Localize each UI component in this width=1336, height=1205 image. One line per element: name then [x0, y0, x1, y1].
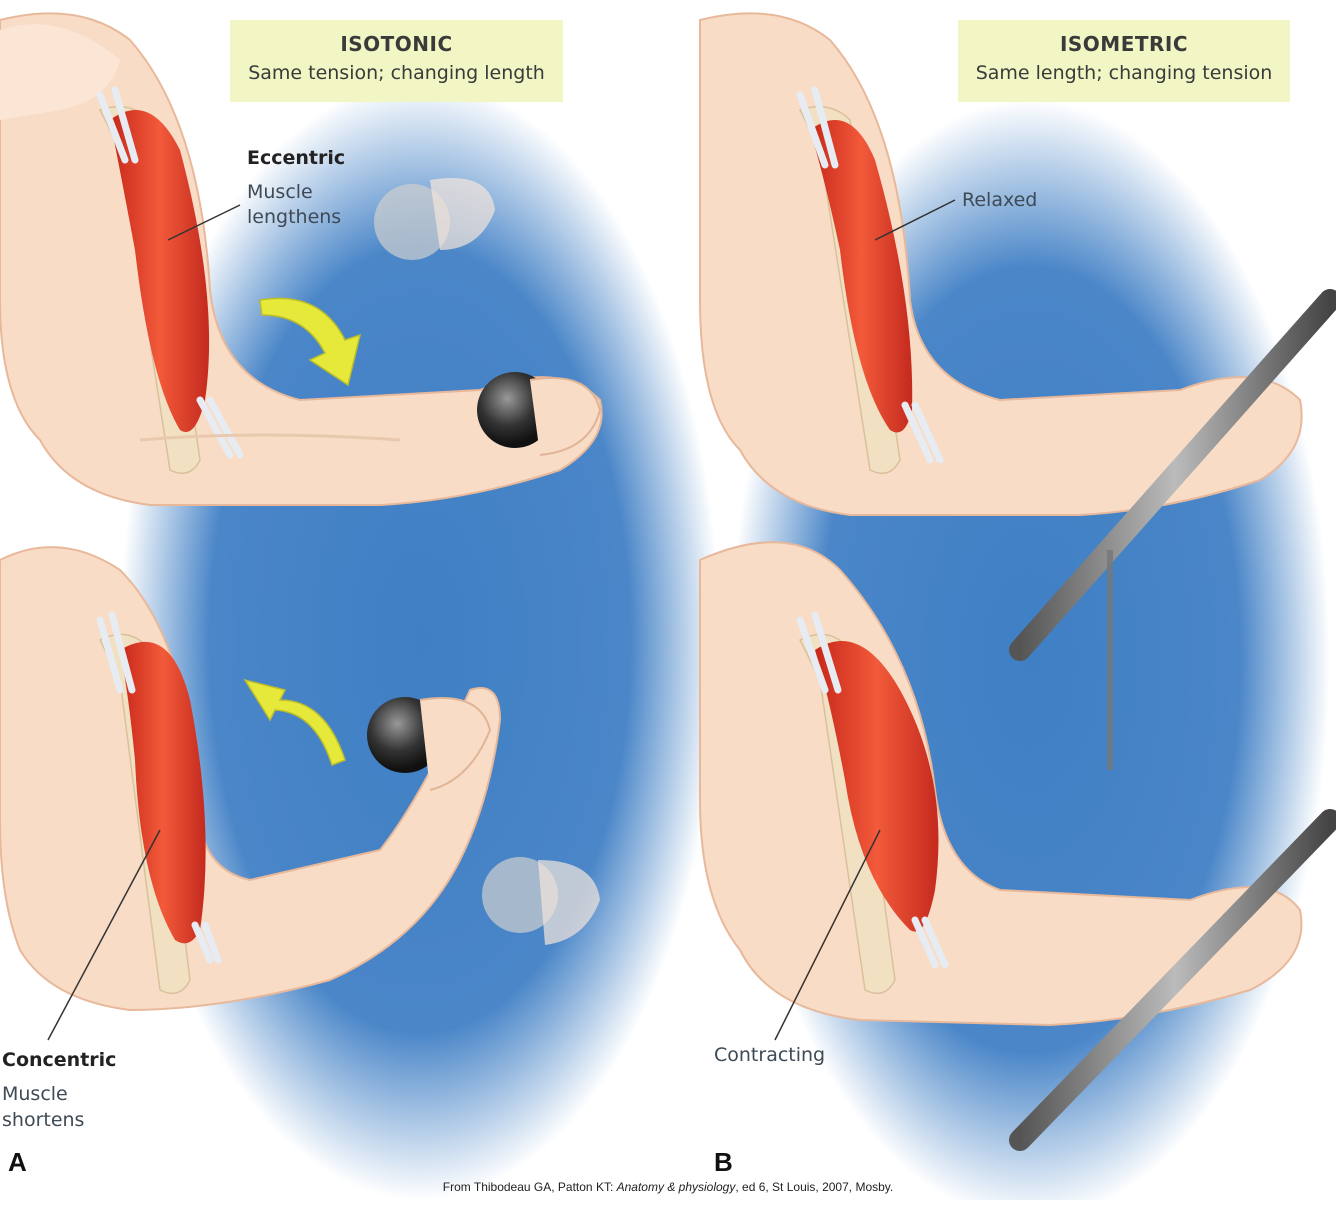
concentric-desc-line1: Muscle	[2, 1083, 68, 1105]
credit-title: Anatomy & physiology	[616, 1180, 736, 1194]
isometric-title: ISOMETRIC	[1059, 32, 1189, 56]
isotonic-title: ISOTONIC	[340, 32, 453, 56]
isometric-subtitle: Same length; changing tension	[975, 62, 1273, 84]
credit-suffix: , ed 6, St Louis, 2007, Mosby.	[735, 1180, 894, 1194]
eccentric-desc-line2: lengthens	[247, 206, 342, 228]
bar-bottom	[1009, 809, 1336, 1151]
isotonic-header: ISOTONIC Same tension; changing length	[230, 20, 563, 102]
bar-top	[1009, 289, 1336, 770]
isotonic-subtitle: Same tension; changing length	[248, 62, 545, 84]
eccentric-desc-line1: Muscle	[247, 181, 313, 203]
arm-contracting	[699, 541, 1303, 1041]
arm-concentric	[0, 546, 600, 1041]
concentric-desc-line2: shortens	[2, 1109, 85, 1131]
credit-prefix: From Thibodeau GA, Patton KT:	[442, 1180, 617, 1194]
concentric-label: Concentric	[2, 1049, 117, 1071]
arm-relaxed	[699, 12, 1303, 516]
source-credit: From Thibodeau GA, Patton KT: Anatomy & …	[0, 1180, 1336, 1194]
eccentric-label: Eccentric	[247, 147, 346, 169]
contracting-label: Contracting	[714, 1044, 826, 1066]
arm-eccentric	[0, 12, 603, 506]
panel-letter-b: B	[714, 1147, 733, 1177]
panel-letter-a: A	[8, 1147, 27, 1177]
isometric-header: ISOMETRIC Same length; changing tension	[958, 20, 1290, 102]
relaxed-label: Relaxed	[962, 189, 1038, 211]
